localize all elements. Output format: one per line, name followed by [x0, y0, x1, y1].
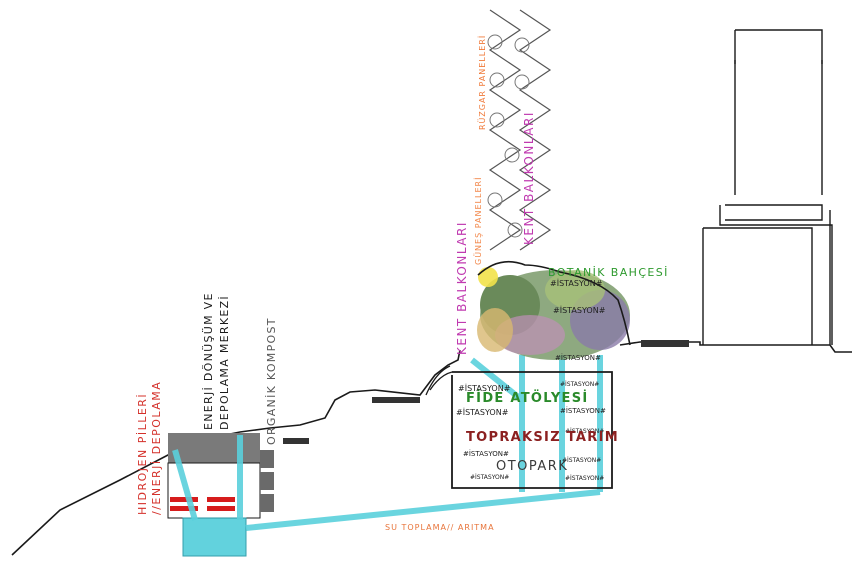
station-tag: #İSTASYON# [560, 381, 599, 388]
wind-panels-label: RÜZGAR PANELLERİ [477, 35, 487, 130]
station-tag: #İSTASYON# [560, 406, 606, 415]
wind-tower [490, 10, 550, 250]
station-tag: #İSTASYON# [463, 449, 509, 458]
city-balconies-left-label: KENT BALKONLARI [455, 221, 469, 355]
station-tag: #İSTASYON# [470, 474, 509, 481]
water-tank [183, 518, 246, 556]
solar-panels-label: GÜNEŞ PANELLERİ [473, 177, 483, 265]
parking-label: OTOPARK [496, 459, 568, 474]
energy-center-label-line1: ENERJİ DÖNÜŞÜM VE [202, 292, 215, 430]
battery-cell [170, 497, 198, 502]
compost-label: ORGANİK KOMPOST [265, 317, 278, 445]
energy-center-label-line2: DEPOLAMA MERKEZİ [218, 295, 231, 430]
pavement-block [283, 438, 309, 444]
pavement-block [641, 340, 689, 347]
station-tag: #İSTASYON# [456, 407, 509, 417]
station-tag: #İSTASYON# [553, 305, 606, 315]
seedling-workshop-label: FİDE ATÖLYESİ [466, 390, 589, 406]
station-tag: #İSTASYON# [555, 353, 601, 362]
city-balconies-right-label: KENT BALKONLARI [522, 111, 536, 245]
pavement-block [372, 397, 420, 403]
compost-bin [260, 494, 274, 512]
battery-cell [207, 506, 235, 511]
high-rise-building [703, 30, 832, 345]
battery-cell [207, 497, 235, 502]
hydrogen-label: HIDROJEN PİLLERİ [136, 393, 149, 515]
station-tag: #İSTASYON# [565, 475, 604, 482]
compost-bin [260, 450, 274, 468]
botanical-garden-label: BOTANİK BAHÇESİ [548, 266, 669, 279]
compost-bin [260, 472, 274, 490]
storage-label: //ENERJİ DEPOLAMA [150, 381, 163, 515]
soilless-farming-label: TOPRAKSIZ TARIM [466, 430, 619, 445]
water-collection-label: SU TOPLAMA// ARITMA [385, 523, 495, 532]
station-tag: #İSTASYON# [550, 278, 603, 288]
energy-center-building [168, 433, 260, 463]
